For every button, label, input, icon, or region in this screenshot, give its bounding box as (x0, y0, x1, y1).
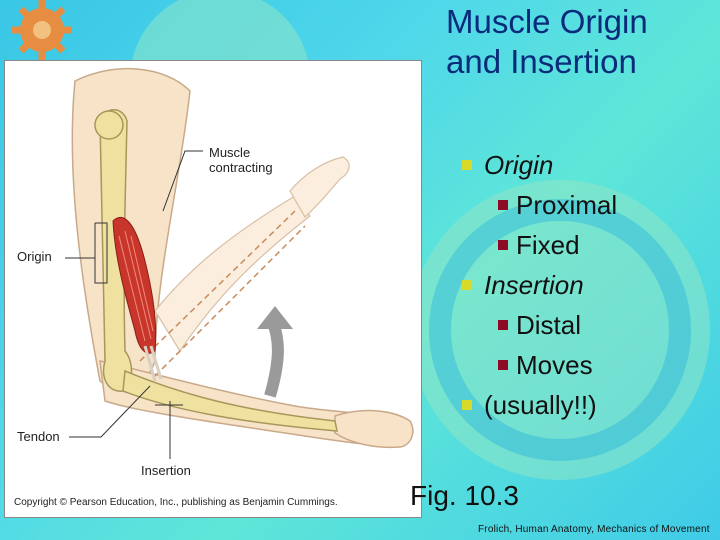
insertion-leader (155, 401, 183, 459)
origin-bracket (65, 222, 108, 284)
source-credit: Frolich, Human Anatomy, Mechanics of Mov… (478, 524, 710, 535)
label-muscle-contracting-line2: contracting (209, 160, 273, 175)
bullet-text: Insertion (484, 270, 584, 300)
raised-forearm-bone-dashes (139, 210, 306, 377)
arm-illustration (65, 67, 414, 459)
anatomy-figure: Muscle contracting Origin Tendon Inserti… (4, 60, 422, 518)
biceps-muscle (112, 216, 157, 354)
hand-lower (334, 409, 414, 449)
tendon (143, 345, 163, 382)
motion-arrow-head (257, 306, 293, 329)
bullet-text: Fixed (516, 230, 580, 260)
bullet-text: Proximal (516, 190, 618, 220)
bullet-square-icon (462, 160, 472, 170)
humerus-head (94, 110, 124, 140)
gear-icon (12, 0, 72, 60)
bullet-square-icon (498, 360, 508, 370)
bullet-text: Origin (484, 150, 554, 180)
title-line-1: Muscle Origin (446, 3, 648, 40)
bullet-square-icon (498, 240, 508, 250)
label-muscle-contracting-line1: Muscle (209, 145, 251, 160)
motion-arrow (264, 320, 284, 398)
bullet-text: Moves (516, 350, 593, 380)
label-muscle-contracting: Muscle contracting (209, 145, 273, 175)
bullet-square-icon (462, 400, 472, 410)
muscle-fibers (118, 230, 154, 342)
bullet-square-icon (462, 280, 472, 290)
muscle-contracting-leader (162, 150, 203, 212)
label-insertion: Insertion (141, 463, 191, 478)
figure-number: Fig. 10.3 (410, 480, 519, 511)
bullet-text: Distal (516, 310, 582, 340)
label-tendon: Tendon (17, 429, 60, 444)
bullet-text: (usually!!) (484, 390, 597, 420)
bullet-square-icon (498, 200, 508, 210)
bullet-square-icon (498, 320, 508, 330)
title-line-2: and Insertion (446, 43, 637, 80)
gear-outline (429, 199, 691, 461)
hand-raised (289, 156, 350, 218)
slide-title: Muscle Origin and Insertion (446, 2, 716, 82)
figure-copyright: Copyright © Pearson Education, Inc., pub… (14, 497, 338, 508)
label-origin: Origin (17, 249, 52, 264)
tendon-leader (69, 385, 151, 438)
